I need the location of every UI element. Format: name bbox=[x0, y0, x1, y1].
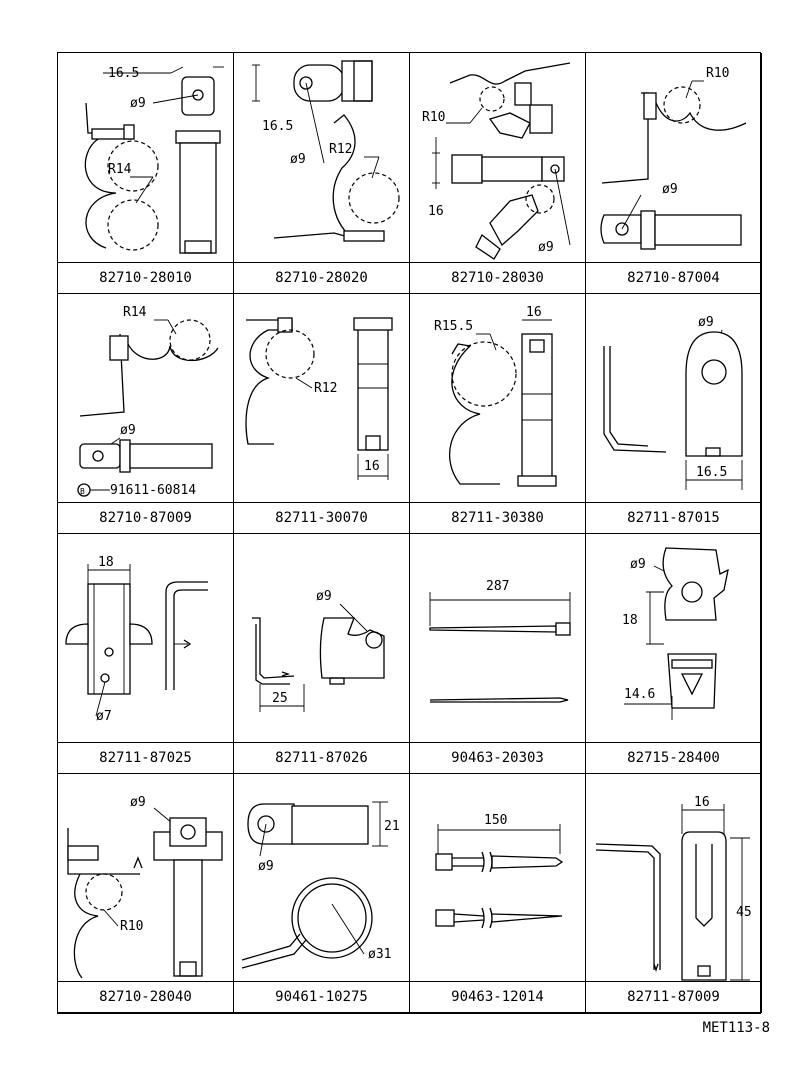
label-r14: R14 bbox=[123, 305, 147, 320]
part-number: 90463-12014 bbox=[410, 981, 585, 1012]
label-dia-9: ø9 bbox=[316, 589, 332, 604]
cell-82710-28010: 16.5 ø9 R14 82710-28010 bbox=[58, 53, 234, 294]
label-dia-9: ø9 bbox=[258, 859, 274, 874]
part-number: 82710-28040 bbox=[58, 981, 233, 1012]
label-r12: R12 bbox=[329, 142, 352, 157]
label-dia-7: ø7 bbox=[96, 709, 112, 724]
part-number: 82711-87026 bbox=[234, 742, 409, 773]
label-dia-9: ø9 bbox=[630, 557, 646, 572]
label-dia-9: ø9 bbox=[120, 423, 136, 438]
dim-16: 16 bbox=[364, 459, 380, 474]
part-number: 82711-87025 bbox=[58, 742, 233, 773]
label-dia-31: ø31 bbox=[368, 947, 391, 962]
label-dia-9: ø9 bbox=[130, 795, 146, 810]
label-dia-9: ø9 bbox=[662, 182, 678, 197]
dim-16: 16 bbox=[694, 795, 710, 810]
part-number: 82711-87015 bbox=[586, 502, 761, 533]
dim-16: 16 bbox=[526, 305, 542, 320]
part-number: 82710-28020 bbox=[234, 262, 409, 293]
dim-18: 18 bbox=[98, 555, 114, 570]
clamp-drawing: R15.5 16 bbox=[434, 305, 557, 487]
clamp-drawing: 18 ø7 bbox=[65, 555, 208, 724]
clamp-drawing: ø9 16.5 bbox=[603, 315, 743, 490]
clamp-drawing: 16.5 ø9 R12 bbox=[252, 60, 400, 242]
dim-18: 18 bbox=[622, 613, 638, 628]
dim-45: 45 bbox=[736, 905, 752, 920]
dim-14-6: 14.6 bbox=[624, 687, 655, 702]
cell-82710-87004: R10 ø9 82710-87004 bbox=[586, 53, 762, 294]
clamp-drawing: 25 ø9 bbox=[252, 589, 385, 712]
cell-90463-20303: 287 90463-20303 bbox=[410, 534, 586, 774]
label-r15-5: R15.5 bbox=[434, 319, 473, 334]
dim-150: 150 bbox=[484, 813, 507, 828]
cell-82710-87009: R14 ø9 B 91611-60814 82710-87009 bbox=[58, 294, 234, 534]
clamp-drawing: 16 45 bbox=[595, 795, 752, 981]
svg-text:B: B bbox=[80, 487, 85, 496]
clamp-drawing: R12 16 bbox=[245, 317, 393, 480]
part-number: 82711-87009 bbox=[586, 981, 761, 1012]
part-number: 82711-30380 bbox=[410, 502, 585, 533]
part-number: 82710-87009 bbox=[58, 502, 233, 533]
cell-82710-28030: R10 16 ø9 82710-28030 bbox=[410, 53, 586, 294]
dim-16-5: 16.5 bbox=[108, 66, 139, 81]
part-number: 90461-10275 bbox=[234, 981, 409, 1012]
label-r14: R14 bbox=[108, 162, 132, 177]
label-dia-9: ø9 bbox=[130, 96, 146, 111]
dim-287: 287 bbox=[486, 579, 509, 594]
label-dia-9: ø9 bbox=[698, 315, 714, 330]
part-number: 82710-87004 bbox=[586, 262, 761, 293]
cell-82711-87015: ø9 16.5 82711-87015 bbox=[586, 294, 762, 534]
ref-part-number: 91611-60814 bbox=[110, 483, 196, 498]
part-number: 90463-20303 bbox=[410, 742, 585, 773]
cell-90461-10275: 21 ø9 ø31 90461-10275 bbox=[234, 774, 410, 1013]
dim-21: 21 bbox=[384, 819, 400, 834]
clamp-drawing: ø9 R10 bbox=[67, 795, 223, 979]
cell-82711-87009: 16 45 82711-87009 bbox=[586, 774, 762, 1013]
label-r10: R10 bbox=[706, 66, 729, 81]
part-number: 82710-28010 bbox=[58, 262, 233, 293]
cell-82710-28040: ø9 R10 82710-28040 bbox=[58, 774, 234, 1013]
clamp-drawing: R10 16 ø9 bbox=[422, 62, 571, 260]
cell-82710-28020: 16.5 ø9 R12 82710-28020 bbox=[234, 53, 410, 294]
clamp-drawing: 150 bbox=[435, 813, 564, 929]
clamp-drawing: 287 bbox=[429, 579, 571, 703]
cell-82711-87025: 18 ø7 82711-87025 bbox=[58, 534, 234, 774]
cell-90463-12014: 150 90463-12014 bbox=[410, 774, 586, 1013]
cell-82711-30380: R15.5 16 82711-30380 bbox=[410, 294, 586, 534]
label-r10: R10 bbox=[422, 110, 445, 125]
label-r10: R10 bbox=[120, 919, 143, 934]
dim-16-5: 16.5 bbox=[696, 465, 727, 480]
cell-82711-30070: R12 16 82711-30070 bbox=[234, 294, 410, 534]
part-number: 82715-28400 bbox=[586, 742, 761, 773]
part-number: 82711-30070 bbox=[234, 502, 409, 533]
cell-82715-28400: ø9 18 14.6 82715-28400 bbox=[586, 534, 762, 774]
part-number: 82710-28030 bbox=[410, 262, 585, 293]
parts-table: 16.5 ø9 R14 82710-28010 16.5 ø9 bbox=[57, 52, 762, 1014]
label-r12: R12 bbox=[314, 381, 337, 396]
clamp-drawing: ø9 18 14.6 bbox=[622, 547, 729, 720]
label-dia-9: ø9 bbox=[538, 240, 554, 255]
label-dia-9: ø9 bbox=[290, 152, 306, 167]
dim-16-5: 16.5 bbox=[262, 119, 293, 134]
dim-25: 25 bbox=[272, 691, 288, 706]
dim-16: 16 bbox=[428, 204, 444, 219]
cell-82711-87026: 25 ø9 82711-87026 bbox=[234, 534, 410, 774]
figure-code: MET113-8 bbox=[702, 1020, 770, 1036]
clamp-drawing: 16.5 ø9 R14 bbox=[84, 66, 224, 254]
clamp-drawing: 21 ø9 ø31 bbox=[241, 801, 400, 969]
clamp-drawing: R14 ø9 B 91611-60814 bbox=[77, 305, 219, 498]
clamp-drawing: R10 ø9 bbox=[600, 66, 747, 250]
